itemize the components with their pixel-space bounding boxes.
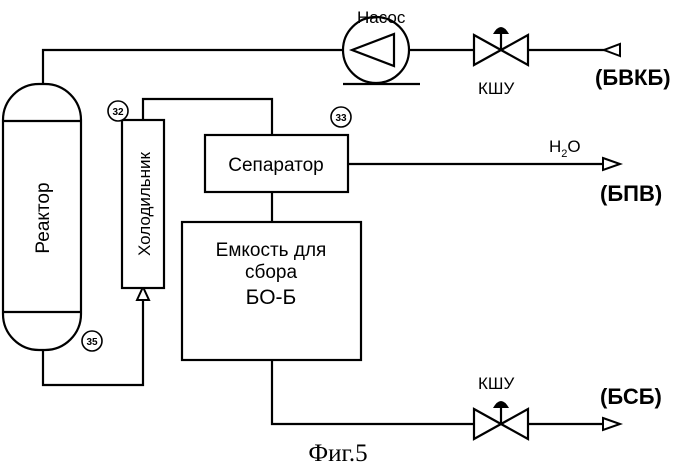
marker-33: 33 [331, 107, 351, 127]
valve-bottom-label: КШУ [478, 374, 514, 393]
valve-top [474, 27, 528, 65]
product-destination-label: (БСБ) [600, 384, 662, 409]
product-outlet-arrow [603, 418, 620, 430]
pump-label: Насос [357, 8, 406, 27]
figure-caption: Фиг.5 [308, 440, 367, 467]
tank-label-line3: БО-Б [246, 286, 297, 309]
water-label-h: H [549, 137, 561, 156]
cooler-label: Холодильник [135, 151, 154, 255]
water-outlet-arrow [603, 158, 620, 170]
separator-label: Сепаратор [228, 155, 323, 176]
water-label-o: O [567, 137, 580, 156]
water-label: H2O [549, 137, 581, 160]
tank-label-line2: сбора [245, 262, 298, 283]
feed-inlet-arrow [604, 44, 620, 56]
marker-35: 35 [82, 331, 102, 351]
water-destination-label: (БПВ) [600, 181, 662, 206]
reactor-label: Реактор [33, 182, 54, 253]
feed-label: (БВКБ) [595, 65, 671, 90]
pipe-tank-to-valve [272, 360, 474, 424]
pump [343, 17, 420, 84]
tank-label-line1: Емкость для [216, 240, 327, 261]
marker-32-label: 32 [112, 107, 124, 118]
marker-32: 32 [108, 101, 128, 121]
pipe-reactor-to-pump [43, 50, 343, 84]
marker-35-label: 35 [86, 337, 98, 348]
valve-bottom [474, 401, 528, 439]
marker-33-label: 33 [335, 113, 347, 124]
valve-top-label: КШУ [478, 79, 514, 98]
